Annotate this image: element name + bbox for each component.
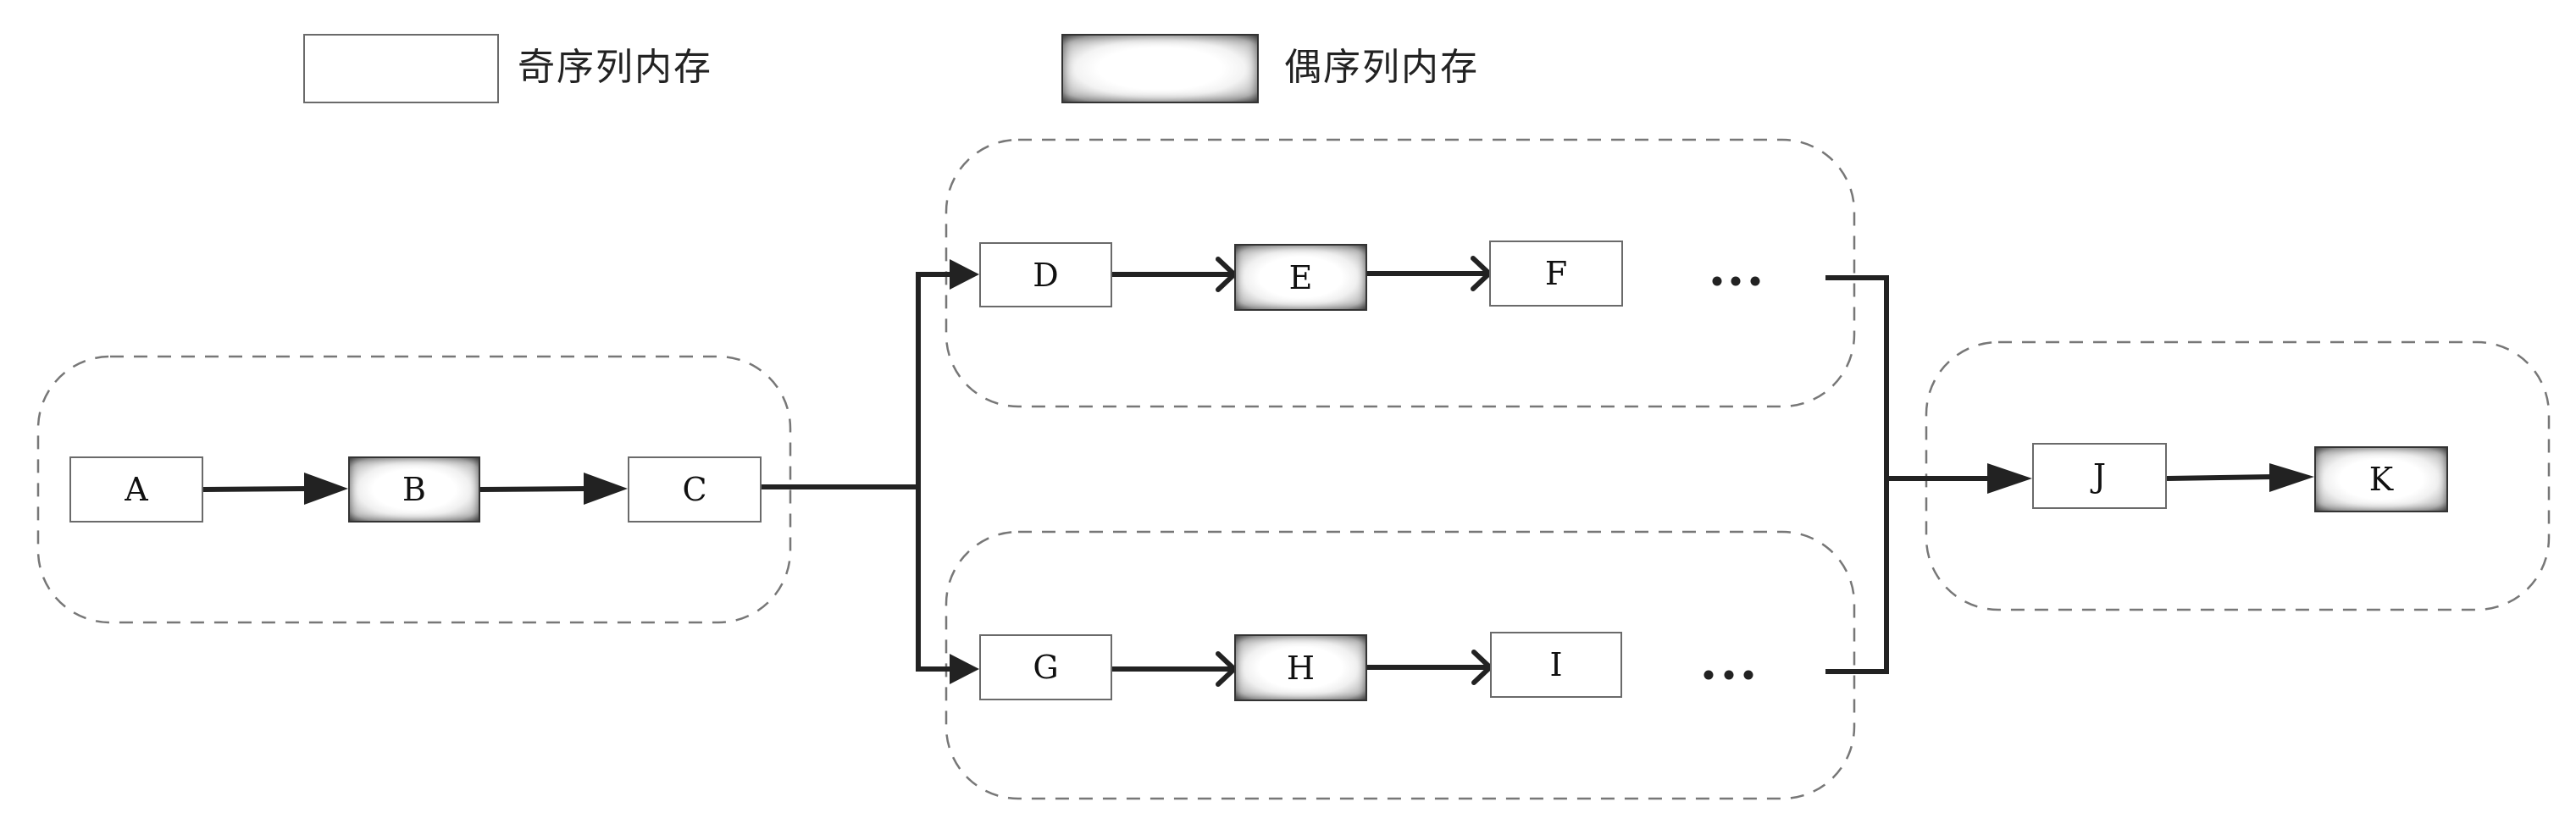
- node-d: D: [979, 242, 1112, 307]
- ellipsis-dot: [1750, 276, 1760, 286]
- node-c-label: C: [682, 471, 707, 508]
- legend-odd-swatch: [303, 34, 499, 103]
- node-b: B: [348, 456, 480, 523]
- node-g: G: [979, 634, 1112, 700]
- arrowhead-j-k: [2269, 463, 2314, 492]
- arrowhead-split-d: [950, 259, 979, 290]
- open-arrowheads: [1216, 256, 1494, 687]
- legend-even-swatch: [1061, 34, 1259, 103]
- node-c: C: [628, 456, 762, 523]
- arrowhead-split-g: [950, 654, 979, 684]
- node-e-label: E: [1288, 258, 1313, 296]
- ellipsis-dot: [1703, 670, 1714, 680]
- lower-continuation-ellipsis: [1703, 670, 1753, 680]
- node-d-label: D: [1033, 256, 1059, 294]
- arrowhead-merge-j: [1987, 463, 2032, 494]
- node-j-label: J: [2092, 457, 2107, 495]
- connectors: [202, 271, 2275, 674]
- edge-j-k-line: [2166, 474, 2275, 481]
- legend-odd-label: 奇序列内存: [518, 46, 712, 89]
- node-f: F: [1489, 241, 1623, 307]
- node-i: I: [1490, 632, 1622, 698]
- group-2-lower-container: [945, 530, 1856, 800]
- arrowhead-a-b: [304, 473, 348, 505]
- node-g-label: G: [1033, 649, 1059, 686]
- arrowhead-b-c: [584, 473, 628, 505]
- node-a: A: [69, 456, 203, 523]
- node-f-label: F: [1544, 255, 1568, 292]
- node-i-label: I: [1549, 646, 1563, 683]
- node-h: H: [1234, 634, 1367, 701]
- node-j: J: [2032, 443, 2167, 509]
- node-b-label: B: [402, 471, 426, 508]
- group-1-container: [36, 355, 792, 624]
- upper-continuation-ellipsis: [1712, 276, 1760, 286]
- upper-merge-line: [1825, 275, 1889, 674]
- ellipsis-dot: [1724, 670, 1734, 680]
- node-k: K: [2314, 446, 2448, 512]
- node-k-label: K: [2368, 461, 2394, 498]
- node-e: E: [1234, 244, 1367, 311]
- node-h-label: H: [1286, 649, 1316, 687]
- filled-arrowheads: [304, 259, 2314, 684]
- ellipsis-dot: [1731, 276, 1741, 286]
- ellipsis-dot: [1743, 670, 1753, 680]
- ellipsis-dot: [1712, 276, 1722, 286]
- legend-even-label: 偶序列内存: [1284, 46, 1479, 89]
- node-a-label: A: [125, 471, 148, 508]
